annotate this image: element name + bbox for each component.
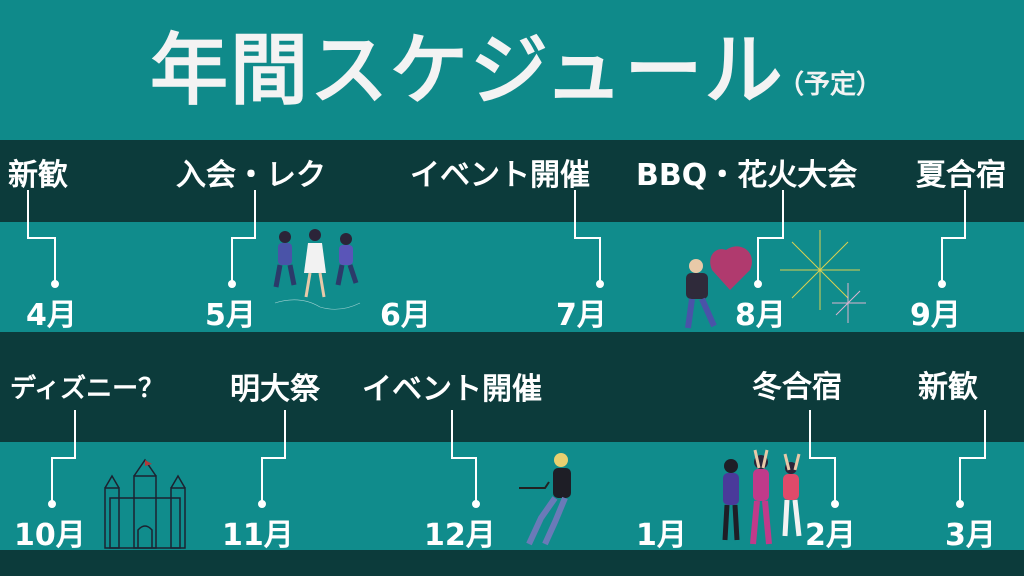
event-label: イベント開催 [362, 372, 542, 407]
bottom-strip [0, 550, 1024, 576]
month-label: 2月 [805, 518, 856, 553]
month-label: 10月 [14, 518, 86, 553]
row1-month-band [0, 222, 1024, 332]
fireworks-icon [780, 230, 866, 323]
month-label: 3月 [945, 518, 996, 553]
month-label: 1月 [636, 518, 687, 553]
event-label: 夏合宿 [916, 158, 1006, 193]
dancing-people-icon [722, 449, 802, 545]
event-label: 冬合宿 [752, 370, 842, 405]
page-subtitle: （予定） [778, 70, 883, 100]
month-label: 7月 [556, 298, 607, 333]
event-label: 新歓 [8, 158, 68, 193]
page-title: 年間スケジュール [150, 26, 785, 116]
month-label: 11月 [222, 518, 294, 553]
month-label: 6月 [380, 298, 431, 333]
month-label: 8月 [735, 298, 786, 333]
row1-event-band [0, 140, 1024, 222]
month-label: 9月 [910, 298, 961, 333]
event-label: 入会・レク [176, 158, 326, 193]
event-label: 明大祭 [230, 372, 320, 407]
event-label: BBQ・花火大会 [636, 158, 858, 193]
event-label: イベント開催 [410, 158, 590, 193]
event-label: 新歓 [918, 370, 978, 405]
row2-event-band [0, 332, 1024, 442]
castle-icon [104, 458, 186, 549]
running-people-icon [273, 229, 361, 310]
month-label: 12月 [424, 518, 496, 553]
person-with-heart-icon [685, 246, 752, 329]
month-label: 4月 [26, 298, 77, 333]
event-label: ディズニー？ [10, 374, 165, 404]
person-with-laptop-icon [519, 453, 571, 546]
month-label: 5月 [205, 298, 256, 333]
